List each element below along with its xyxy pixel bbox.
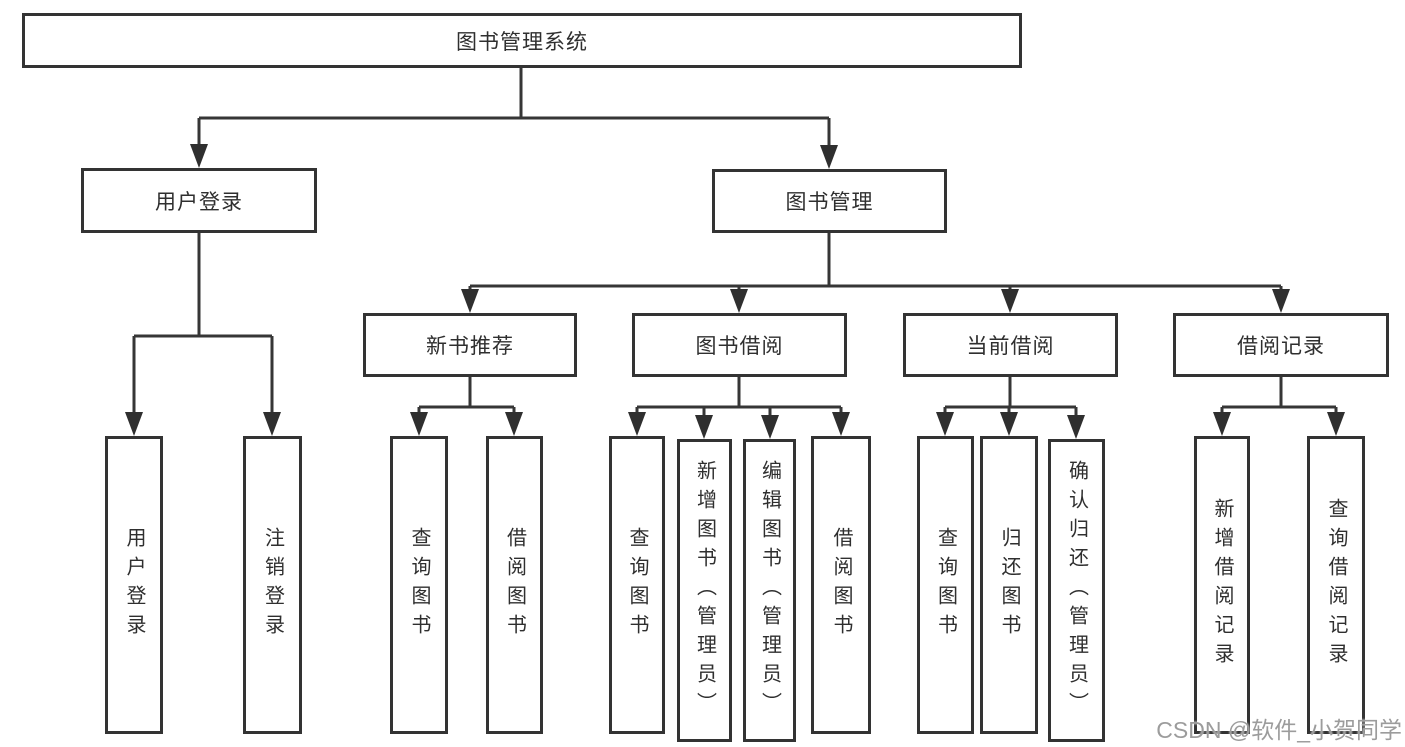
leaf-query-books-2: 查询图书 [609, 436, 665, 734]
connector-user-login-to-leaves [125, 233, 281, 436]
leaf-add-borrow-record: 新增借阅记录 [1194, 436, 1250, 734]
leaf-query-books-3: 查询图书 [917, 436, 974, 734]
connector-current-to-leaves [936, 377, 1085, 439]
leaf-return-books: 归还图书 [980, 436, 1038, 734]
node-book-borrow: 图书借阅 [632, 313, 847, 377]
leaf-confirm-return-admin: 确认归还（管理员） [1048, 439, 1105, 742]
connector-book-mgmt-to-level3 [461, 233, 1290, 313]
connector-records-to-leaves [1213, 377, 1345, 436]
leaf-query-borrow-record: 查询借阅记录 [1307, 436, 1365, 734]
node-new-book-recommend: 新书推荐 [363, 313, 577, 377]
node-root: 图书管理系统 [22, 13, 1022, 68]
csdn-watermark: CSDN @软件_小贺同学 [1156, 717, 1402, 743]
node-book-management: 图书管理 [712, 169, 947, 233]
leaf-borrow-books-2: 借阅图书 [811, 436, 871, 734]
leaf-logout: 注销登录 [243, 436, 302, 734]
node-user-login: 用户登录 [81, 168, 317, 233]
leaf-query-books-1: 查询图书 [390, 436, 448, 734]
leaf-edit-books-admin: 编辑图书（管理员） [743, 439, 796, 742]
connector-borrow-to-leaves [628, 377, 850, 439]
connector-root-to-level2 [190, 68, 838, 169]
leaf-add-books-admin: 新增图书（管理员） [677, 439, 732, 742]
node-current-borrow: 当前借阅 [903, 313, 1118, 377]
leaf-user-login: 用户登录 [105, 436, 163, 734]
leaf-borrow-books-1: 借阅图书 [486, 436, 543, 734]
connector-new-book-to-leaves [410, 377, 523, 436]
node-borrow-records: 借阅记录 [1173, 313, 1389, 377]
